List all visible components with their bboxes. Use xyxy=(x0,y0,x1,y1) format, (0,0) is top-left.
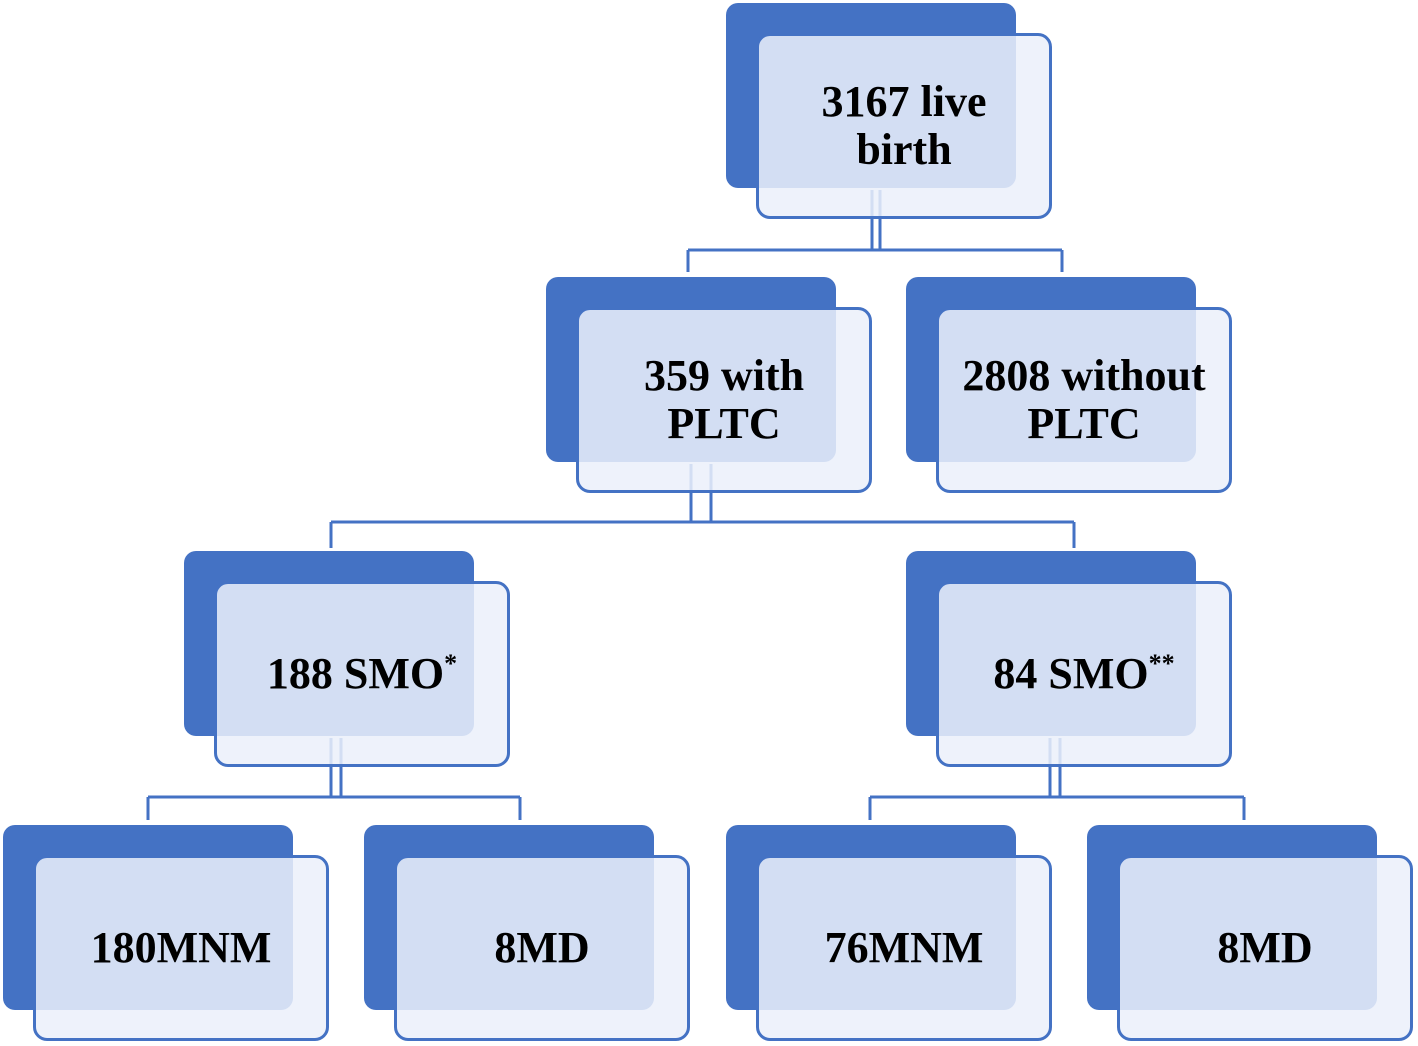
node-box: 2808 without PLTC xyxy=(936,307,1232,493)
node-label: 2808 without PLTC xyxy=(962,351,1206,448)
node-without-pltc: 2808 without PLTC xyxy=(906,277,1236,497)
node-box: 84 SMO** xyxy=(936,581,1232,767)
node-box: 8MD xyxy=(1117,855,1413,1041)
node-box: 8MD xyxy=(394,855,690,1041)
node-smo-left: 188 SMO* xyxy=(184,551,514,771)
smo-left-text: 188 SMO xyxy=(266,649,445,698)
node-label: 84 SMO** xyxy=(993,650,1174,698)
node-md-left: 8MD xyxy=(364,825,694,1045)
node-box: 180MNM xyxy=(33,855,329,1041)
smo-right-text: 84 SMO xyxy=(993,649,1149,698)
node-md-right: 8MD xyxy=(1087,825,1417,1045)
node-label: 8MD xyxy=(1217,923,1313,972)
node-mnm-left: 180MNM xyxy=(3,825,333,1045)
node-box: 359 with PLTC xyxy=(576,307,872,493)
node-box: 3167 live birth xyxy=(756,33,1052,219)
node-label: 3167 live birth xyxy=(821,77,987,174)
node-label: 8MD xyxy=(494,923,590,972)
node-mnm-right: 76MNM xyxy=(726,825,1056,1045)
node-box: 188 SMO* xyxy=(214,581,510,767)
node-label: 188 SMO* xyxy=(267,650,457,698)
node-with-pltc: 359 with PLTC xyxy=(546,277,876,497)
node-label: 180MNM xyxy=(90,923,272,972)
node-box: 76MNM xyxy=(756,855,1052,1041)
node-label: 76MNM xyxy=(824,923,984,972)
node-label: 359 with PLTC xyxy=(643,351,805,448)
smo-right-footnote-mark: ** xyxy=(1148,649,1175,678)
node-smo-right: 84 SMO** xyxy=(906,551,1236,771)
smo-left-footnote-mark: * xyxy=(444,649,458,678)
node-live-birth: 3167 live birth xyxy=(726,3,1056,223)
